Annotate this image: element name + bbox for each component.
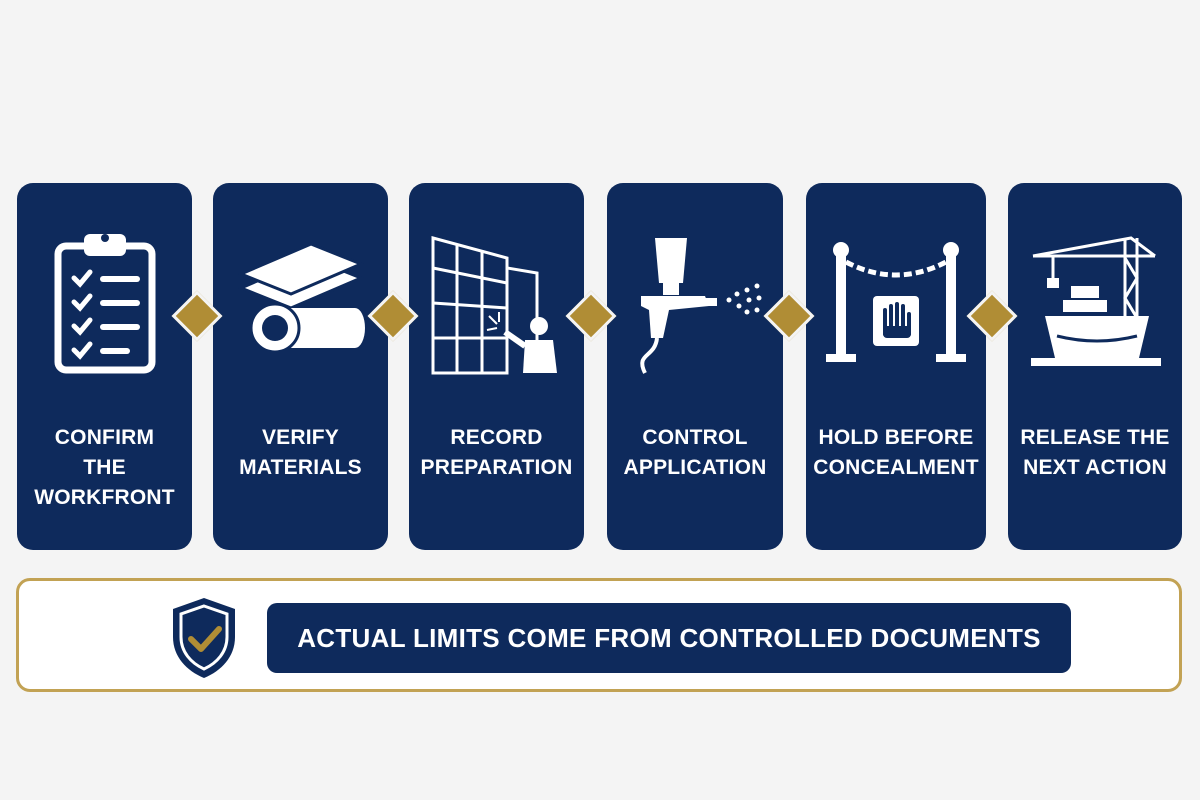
step-label: CONTROL APPLICATION: [623, 426, 767, 479]
controlled-documents-banner: ACTUAL LIMITS COME FROM CONTROLLED DOCUM…: [16, 578, 1182, 692]
step-release-next-action: RELEASE THE NEXT ACTION: [1008, 183, 1182, 550]
material-sheets-pipe-icon: [213, 223, 388, 383]
step-label: RELEASE THE NEXT ACTION: [1020, 426, 1170, 479]
welder-scaffold-icon: [409, 223, 584, 383]
step-verify-materials: VERIFY MATERIALS: [213, 183, 388, 550]
stop-hand-chain-barrier-icon: [806, 223, 986, 383]
step-label: RECORD PREPARATION: [420, 426, 573, 479]
clipboard-checklist-icon: [17, 223, 192, 383]
step-label: HOLD BEFORE CONCEALMENT: [813, 426, 979, 479]
banner-notice: ACTUAL LIMITS COME FROM CONTROLLED DOCUM…: [267, 603, 1071, 673]
spray-gun-icon: [607, 223, 783, 383]
step-label: CONFIRM THE WORKFRONT: [34, 426, 175, 509]
step-control-application: CONTROL APPLICATION: [607, 183, 783, 550]
step-confirm-workfront: CONFIRM THE WORKFRONT: [17, 183, 192, 550]
crane-ship-icon: [1008, 223, 1182, 383]
step-hold-before-concealment: HOLD BEFORE CONCEALMENT: [806, 183, 986, 550]
step-label: VERIFY MATERIALS: [239, 426, 362, 479]
step-record-preparation: RECORD PREPARATION: [409, 183, 584, 550]
shield-check-icon: [169, 595, 239, 686]
